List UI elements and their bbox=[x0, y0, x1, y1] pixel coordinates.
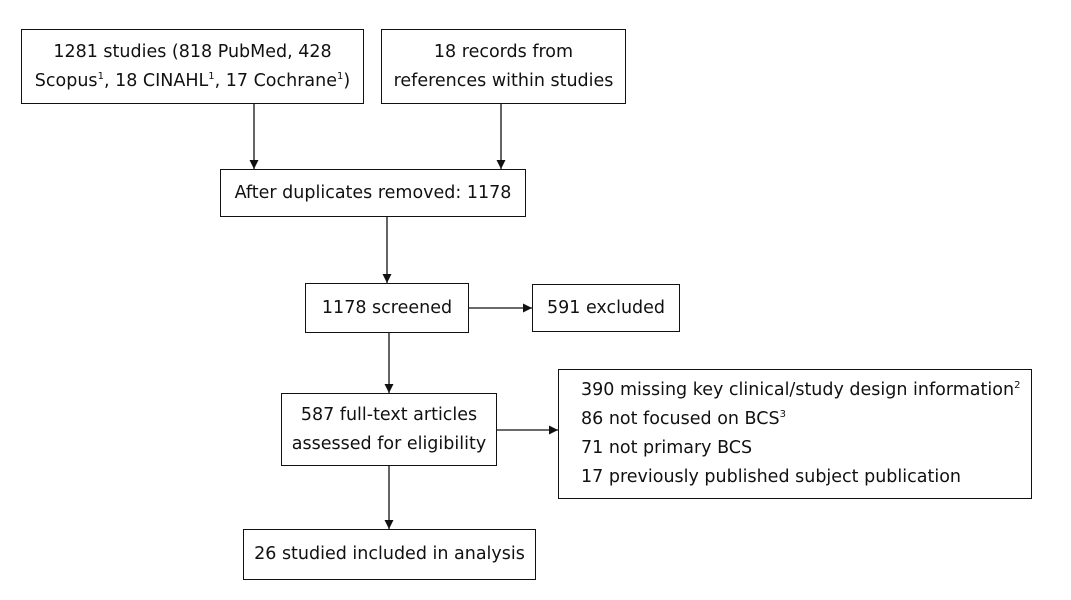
included-studies-box: 26 studied included in analysis bbox=[243, 529, 536, 580]
duplicates-removed-label: After duplicates removed: 1178 bbox=[234, 182, 512, 203]
included-studies-label: 26 studied included in analysis bbox=[254, 544, 525, 564]
missing-info-footnote: 2 bbox=[1014, 380, 1021, 391]
cochrane-footnote: 1 bbox=[337, 70, 344, 82]
full-text-assessed-box: 587 full-text articles assessed for elig… bbox=[281, 393, 497, 466]
exclusion-reason-not-primary: 71 not primary BCS bbox=[581, 438, 753, 458]
full-text-exclusions-box: 390 missing key clinical/study design in… bbox=[558, 369, 1032, 499]
duplicates-removed-box: After duplicates removed: 1178 bbox=[220, 169, 526, 217]
cinahl-footnote: 1 bbox=[208, 70, 215, 82]
databases-search-box: 1281 studies (818 PubMed, 428 Scopus1, 1… bbox=[21, 29, 364, 104]
missing-info-text: 390 missing key clinical/study design in… bbox=[581, 380, 1015, 400]
references-line-1: 18 records from bbox=[433, 41, 574, 62]
excluded-label: 591 excluded bbox=[546, 297, 666, 318]
screened-box: 1178 screened bbox=[305, 283, 469, 333]
exclusion-reason-missing-info: 390 missing key clinical/study design in… bbox=[581, 376, 1031, 405]
exclusion-reason-not-focused: 86 not focused on BCS3 bbox=[581, 405, 1031, 434]
not-focused-text: 86 not focused on BCS bbox=[581, 409, 780, 429]
scopus-text: Scopus bbox=[34, 70, 98, 91]
exclusion-reason-previously-published: 17 previously published subject publicat… bbox=[581, 467, 962, 487]
references-line-2: references within studies bbox=[393, 70, 614, 91]
cinahl-text: , 18 CINAHL bbox=[103, 70, 209, 91]
databases-closing-paren: ) bbox=[343, 70, 351, 91]
full-text-line-2: assessed for eligibility bbox=[291, 433, 487, 454]
screened-label: 1178 screened bbox=[321, 297, 453, 318]
scopus-footnote: 1 bbox=[97, 70, 104, 82]
databases-line-2: Scopus1, 18 CINAHL1, 17 Cochrane1) bbox=[35, 67, 350, 96]
cochrane-text: , 17 Cochrane bbox=[214, 70, 337, 91]
full-text-line-1: 587 full-text articles bbox=[300, 404, 478, 425]
excluded-box: 591 excluded bbox=[532, 284, 680, 332]
databases-line-1: 1281 studies (818 PubMed, 428 bbox=[53, 41, 332, 62]
references-records-box: 18 records from references within studie… bbox=[381, 29, 626, 104]
not-focused-footnote: 3 bbox=[779, 409, 786, 420]
